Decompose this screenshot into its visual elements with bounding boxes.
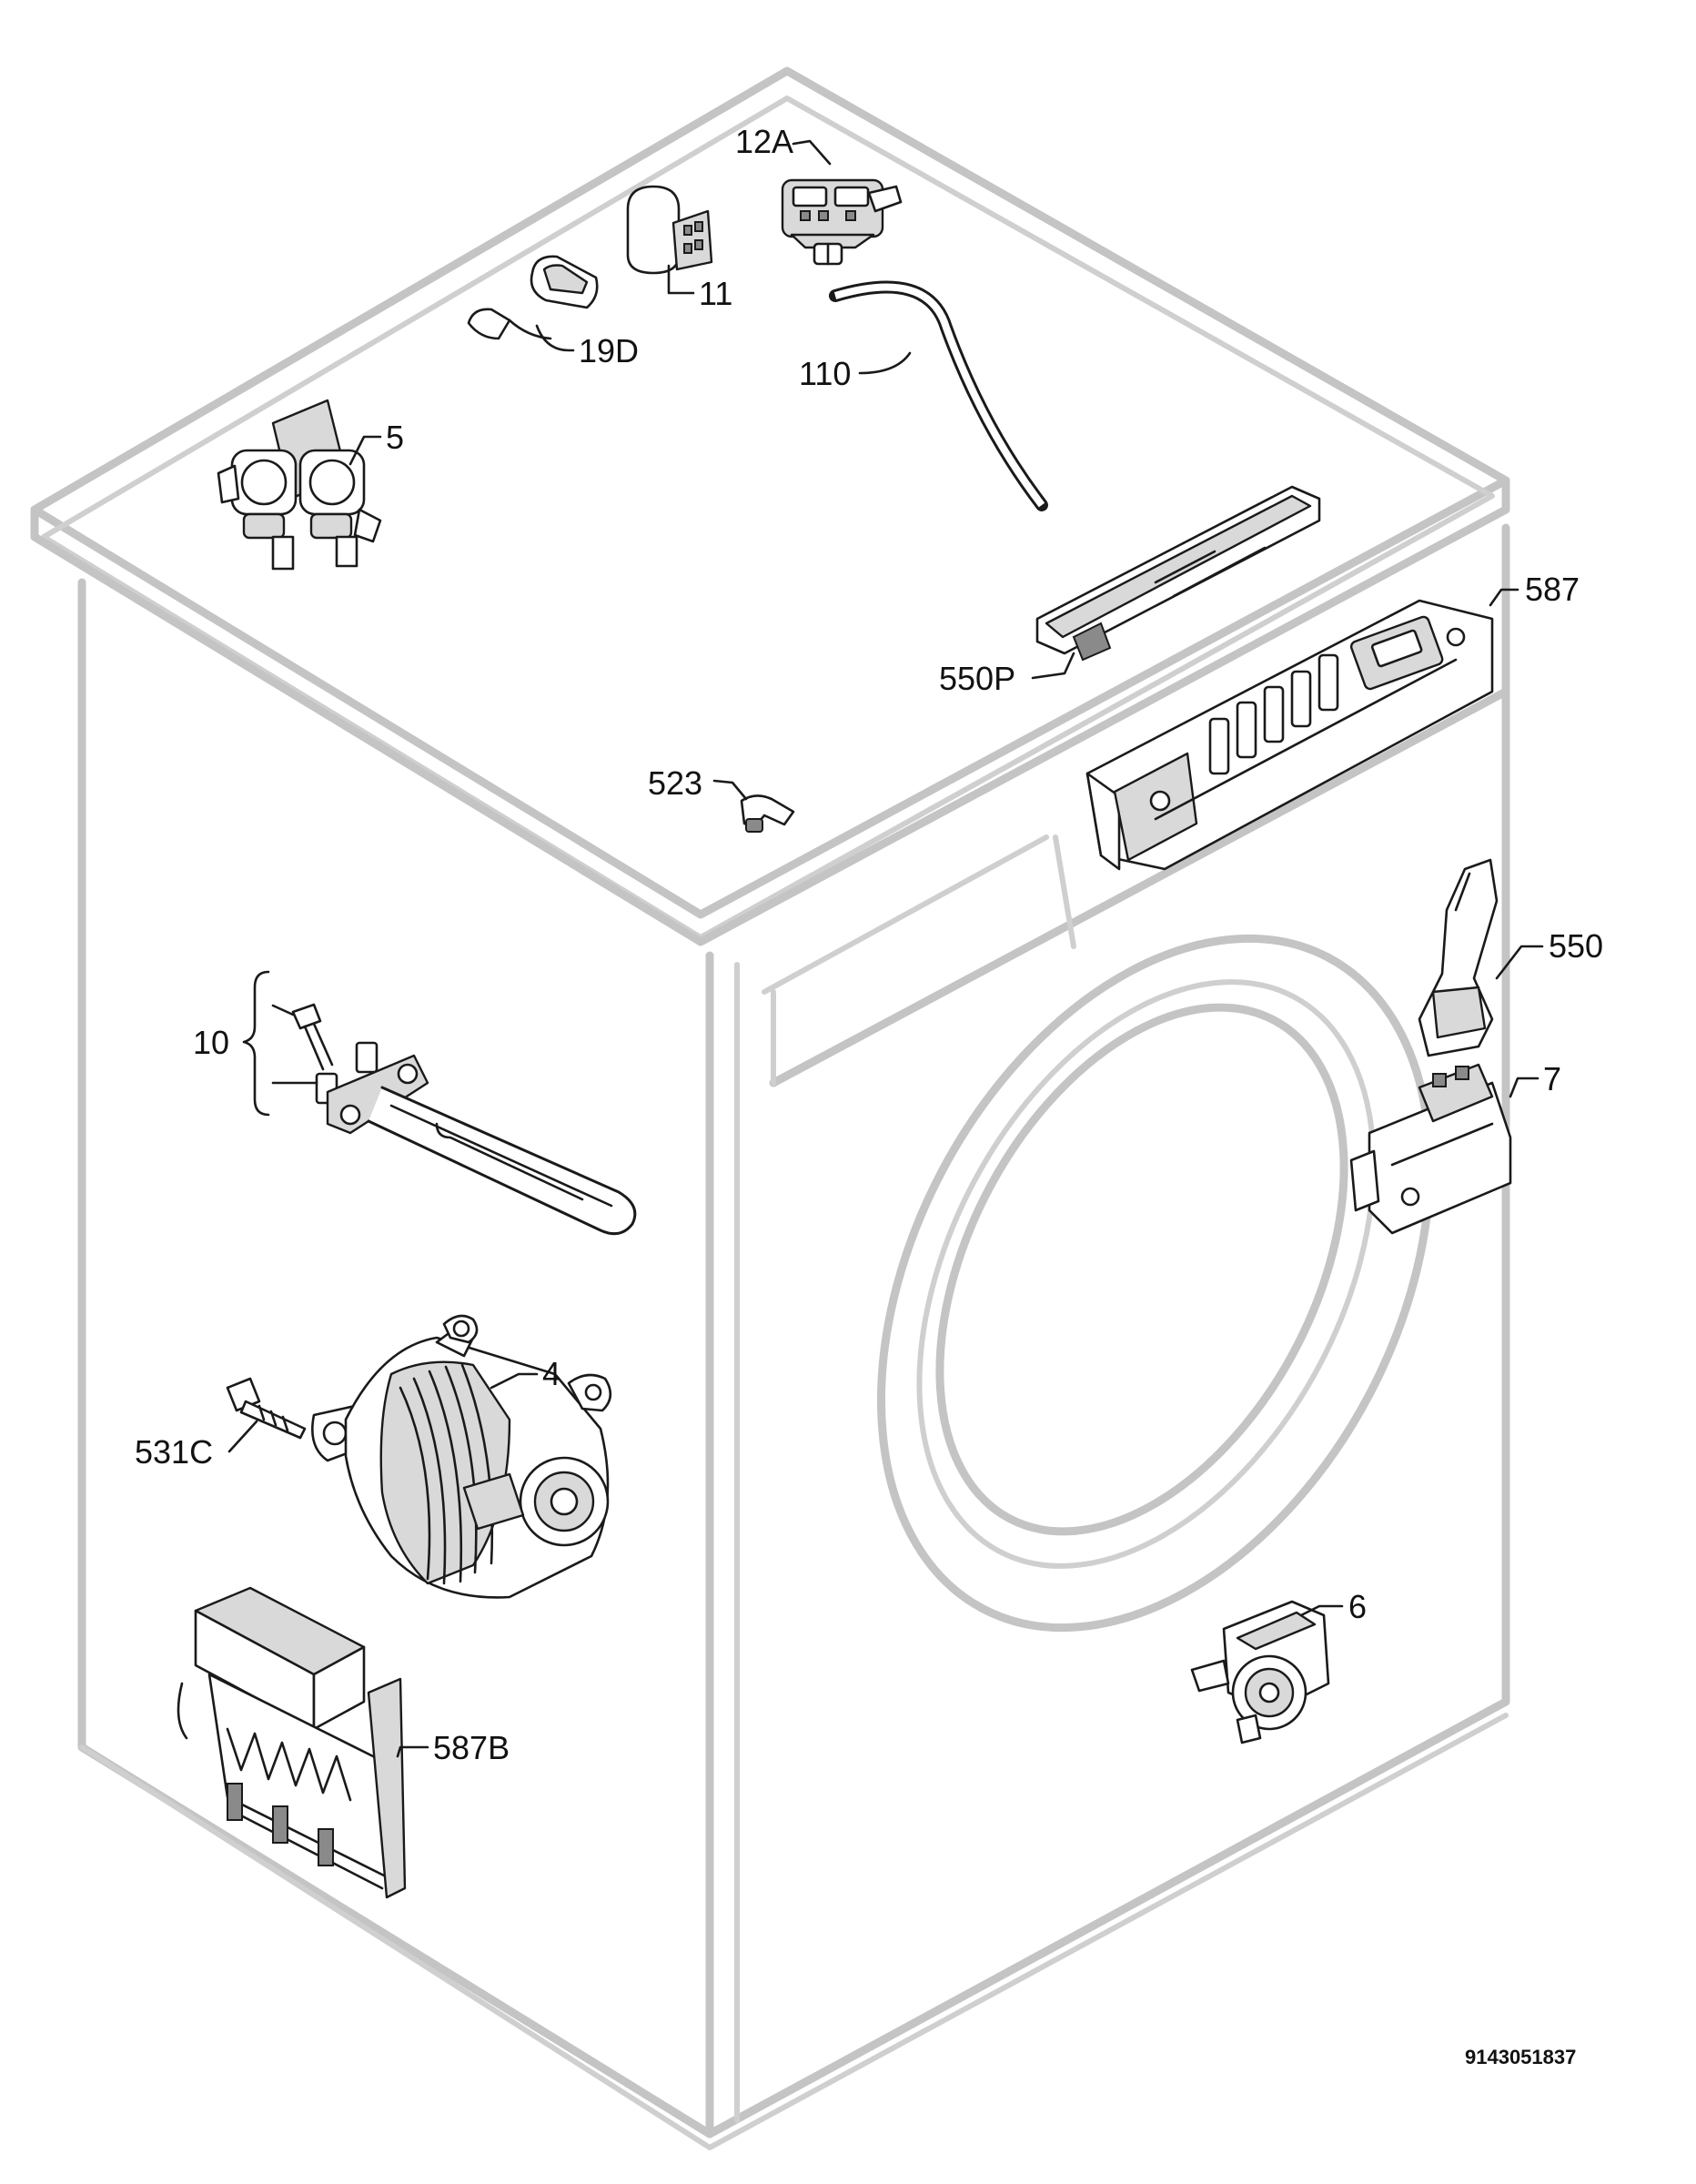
leader-lines xyxy=(227,139,1544,1758)
dispenser-cover-550P xyxy=(1035,485,1321,662)
clip-523 xyxy=(740,794,795,833)
label-587B: 587B xyxy=(433,1729,510,1766)
leader-7 xyxy=(1509,1077,1540,1098)
leader-10-upper xyxy=(271,1004,295,1016)
leader-110 xyxy=(858,351,912,375)
label-5: 5 xyxy=(386,419,404,456)
screw-531C xyxy=(226,1377,307,1440)
label-4: 4 xyxy=(542,1355,560,1392)
label-7: 7 xyxy=(1543,1060,1561,1097)
label-12A: 12A xyxy=(735,123,793,160)
door-lock-7 xyxy=(1349,1063,1512,1235)
leader-5 xyxy=(348,435,382,466)
label-531C: 531C xyxy=(135,1433,213,1471)
leader-550 xyxy=(1495,945,1544,980)
label-523: 523 xyxy=(648,764,702,802)
drain-pump-6 xyxy=(1190,1600,1330,1744)
label-11: 11 xyxy=(699,275,732,312)
label-19D: 19D xyxy=(579,332,639,369)
pressure-switch-12A xyxy=(781,178,903,266)
label-550: 550 xyxy=(1549,927,1603,965)
leader-550P xyxy=(1031,652,1075,680)
label-6: 6 xyxy=(1348,1588,1367,1625)
heating-element-10 xyxy=(291,1003,637,1236)
leader-6 xyxy=(1299,1604,1344,1617)
pressure-hose-110 xyxy=(829,280,1048,511)
label-10: 10 xyxy=(193,1024,229,1061)
leader-531C xyxy=(227,1420,258,1453)
leader-12A xyxy=(792,139,832,166)
leader-4 xyxy=(490,1372,539,1390)
label-110: 110 xyxy=(799,355,851,392)
interference-filter-11 xyxy=(626,185,713,275)
part-labels: 12A 11 19D 110 5 587 550P 523 550 7 10 4… xyxy=(135,123,1603,2068)
label-587: 587 xyxy=(1525,571,1580,608)
leader-19D xyxy=(535,324,575,352)
leader-523 xyxy=(712,779,748,801)
leader-10-brace xyxy=(242,970,270,1117)
electronic-module-587B xyxy=(177,1586,407,1899)
control-board-587 xyxy=(1085,599,1494,871)
washing-machine-cabinet xyxy=(30,66,1510,2150)
motor-4 xyxy=(311,1314,612,1599)
leader-587 xyxy=(1489,588,1519,607)
door-handle-550 xyxy=(1418,858,1499,1057)
label-550P: 550P xyxy=(939,660,1015,697)
leader-587B xyxy=(396,1745,429,1758)
cable-clip-19D xyxy=(467,255,599,340)
leader-11 xyxy=(667,264,695,295)
drawing-code: 9143051837 xyxy=(1465,2046,1576,2068)
inlet-valve-5 xyxy=(217,399,382,571)
